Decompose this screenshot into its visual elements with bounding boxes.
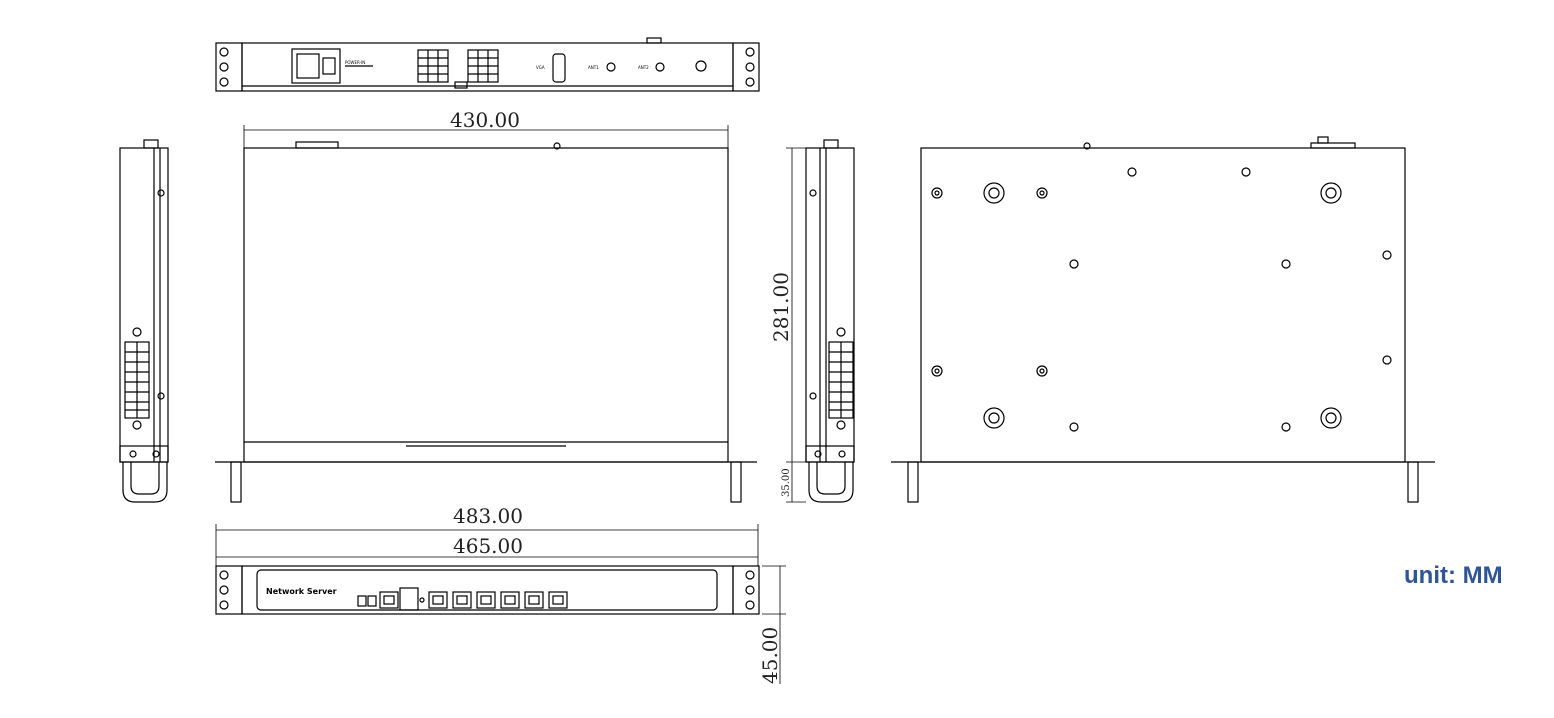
dim-430: 430.00 <box>450 108 520 132</box>
power-inlet <box>291 48 341 84</box>
top-view <box>215 125 757 503</box>
antenna-port-1 <box>606 62 616 72</box>
ant2-label: ANT2 <box>638 65 649 70</box>
screw-hole <box>1069 167 1392 432</box>
dim-281: 281.00 <box>769 272 793 342</box>
front-brand-text: Network Server <box>266 587 337 596</box>
dim-45: 45.00 <box>758 627 782 684</box>
front-panel-view <box>215 524 786 684</box>
rear-panel-view <box>215 37 760 92</box>
vga-port <box>552 53 566 83</box>
console-port <box>399 587 419 611</box>
ethernet-ports <box>379 591 568 609</box>
dim-465: 465.00 <box>453 534 523 558</box>
left-side-view <box>119 139 169 503</box>
terminal-block-left <box>417 49 449 83</box>
vga-label: VGA <box>536 65 545 70</box>
usb-port <box>357 595 367 607</box>
dim-483: 483.00 <box>453 504 523 528</box>
antenna-port-2 <box>655 62 665 72</box>
unit-label: unit: MM <box>1404 562 1503 589</box>
standoff <box>931 187 1048 377</box>
power-label: POWER-IN <box>345 60 365 65</box>
ant1-label: ANT1 <box>588 65 599 70</box>
bottom-view <box>891 136 1435 503</box>
terminal-block-right <box>467 49 499 83</box>
right-side-view <box>786 139 855 503</box>
dim-35: 35.00 <box>781 468 792 497</box>
ground-screw <box>695 60 707 72</box>
rubber-foot <box>983 182 1342 429</box>
